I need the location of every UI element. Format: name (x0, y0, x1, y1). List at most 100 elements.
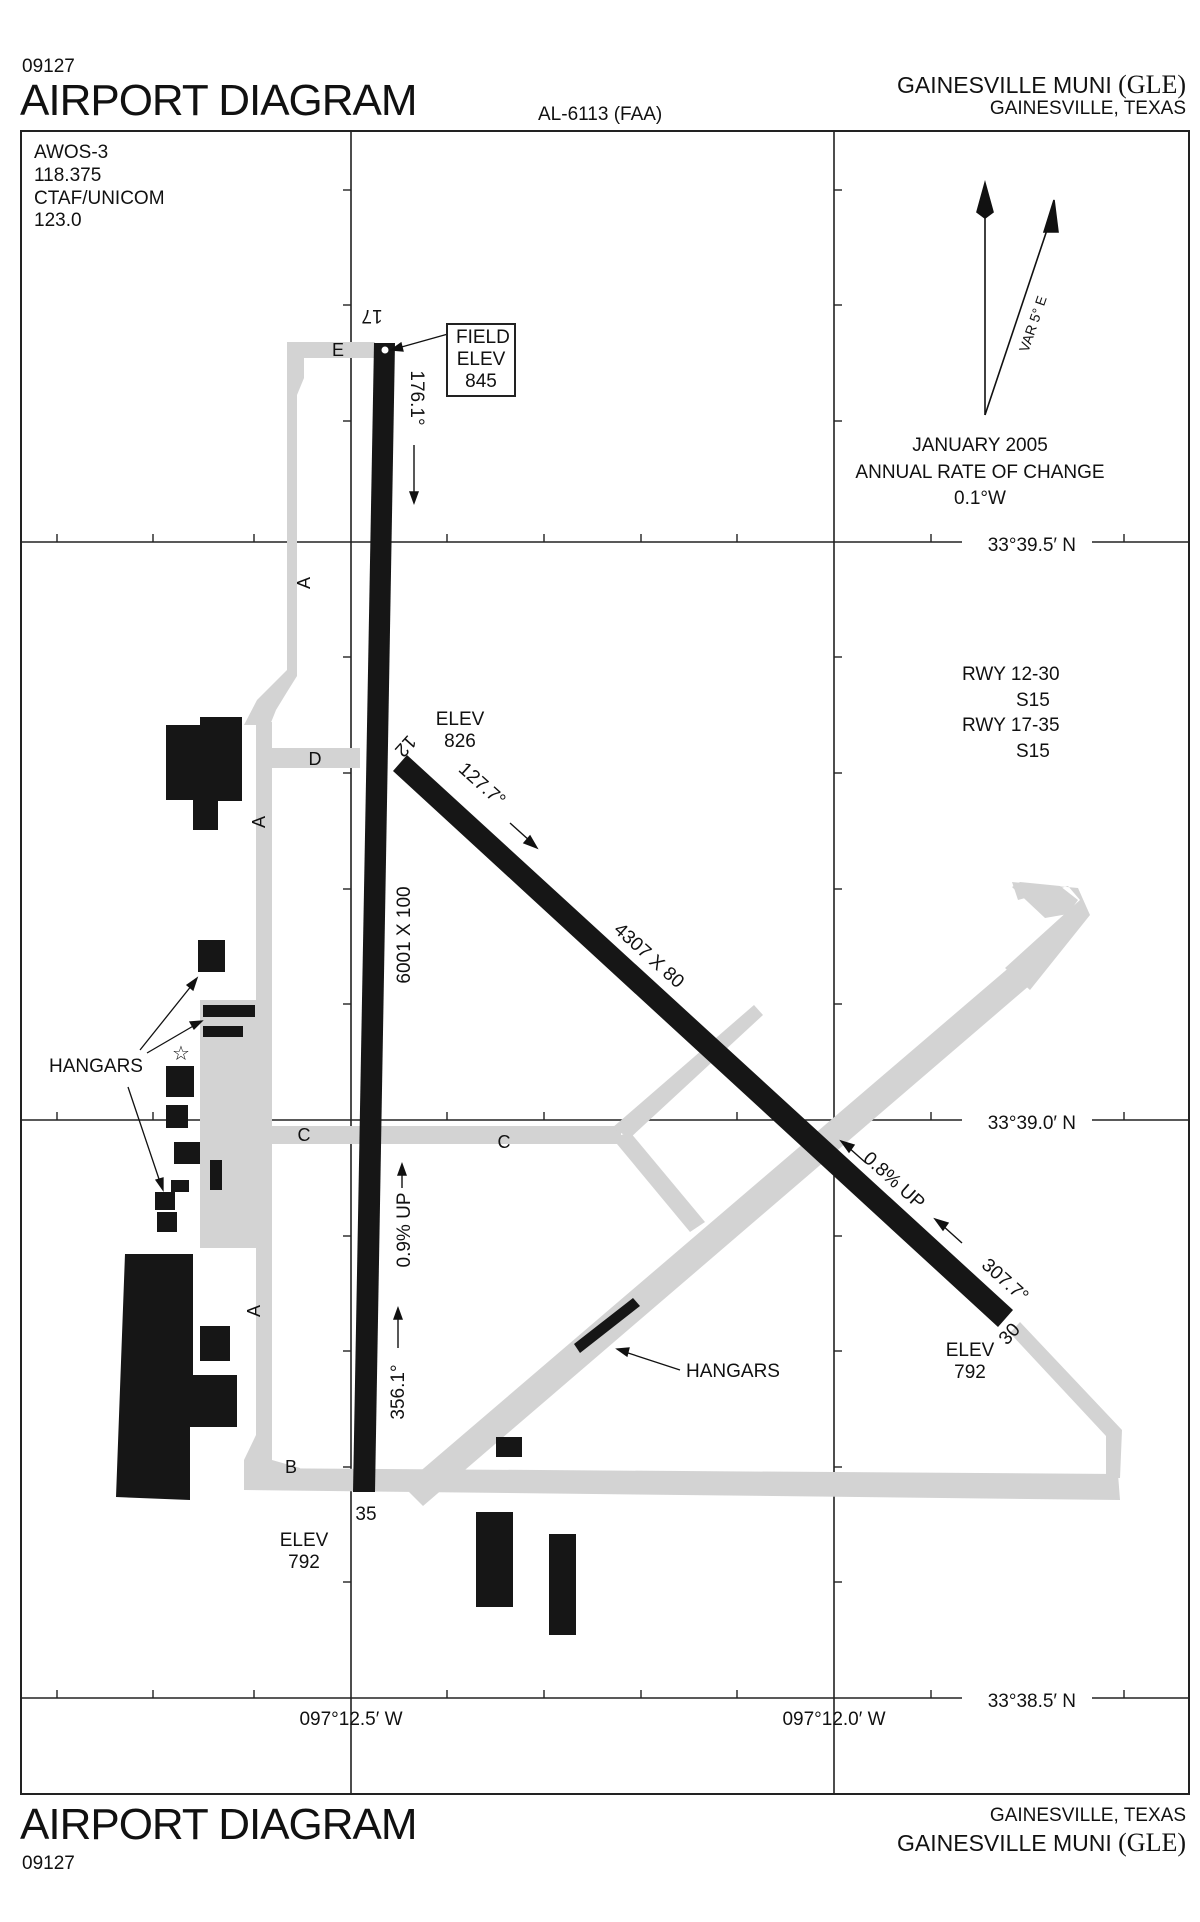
heading-arrow-17 (409, 445, 419, 506)
diagonal-taxiway (403, 965, 1030, 1506)
hangar (171, 1180, 189, 1192)
north-arrow (976, 179, 1059, 416)
runway-12-30-label: RWY 12-30 (962, 664, 1060, 685)
ctaf-label: CTAF/UNICOM (34, 187, 165, 209)
taxiway-a-west (256, 722, 272, 1482)
diagonal-taxiway-ne-cap (1012, 882, 1078, 918)
diagram-frame (20, 130, 1190, 1795)
runway-12-30 (393, 755, 1013, 1327)
hangar (157, 1212, 177, 1232)
buildings (116, 717, 640, 1635)
elev-value-35: 792 (288, 1552, 320, 1573)
elev-label-12: ELEV (436, 709, 485, 730)
lat-label-bg (962, 1684, 1092, 1712)
taxiway-rwy30-connector (1010, 1322, 1122, 1478)
taxiways-and-aprons (200, 342, 1122, 1506)
field-elevation-box: FIELD ELEV 845 (446, 323, 516, 397)
elev-label-30: ELEV (946, 1340, 995, 1361)
runway-gradient-17-35: 0.9% UP (394, 1193, 415, 1268)
field-elev-value: 845 (465, 370, 497, 392)
latitude-label: 33°38.5′ N (988, 1691, 1076, 1712)
runway-end-17: 17 (361, 305, 382, 326)
elev-value-30: 792 (954, 1362, 986, 1383)
hangar (166, 1066, 194, 1097)
lat-label-bg (962, 528, 1092, 556)
latitude-label: 33°39.5′ N (988, 535, 1076, 556)
hangars-label-east: HANGARS (686, 1361, 780, 1382)
footer-procedure-number: 09127 (22, 1853, 75, 1874)
taxiway-label-a: A (244, 1305, 264, 1317)
airport-location: GAINESVILLE, TEXAS (989, 98, 1186, 119)
taxiway-c-southeast (612, 1132, 705, 1232)
runway-12-30-surface: S15 (1016, 689, 1050, 711)
gradient-arrow-17-35 (393, 1161, 407, 1348)
building (166, 725, 206, 800)
hangar-east (574, 1298, 640, 1353)
hangar-leader-lines (127, 976, 681, 1371)
building (200, 1326, 230, 1361)
airport-id: (GLE) (1118, 70, 1186, 99)
page-title: AIRPORT DIAGRAM (20, 76, 418, 125)
magnetic-variation: VAR 5° E (1016, 294, 1050, 354)
airport-name-header: GAINESVILLE MUNI (GLE) (897, 70, 1186, 100)
diagonal-taxiway-ne-end (1005, 882, 1090, 990)
hangars-label-west: HANGARS (49, 1056, 143, 1077)
field-elev-point (381, 346, 389, 354)
gradient-arrow-12-30 (839, 1139, 867, 1164)
ctaf-frequency: 123.0 (34, 210, 82, 232)
hangar (210, 1160, 222, 1190)
footer-title: AIRPORT DIAGRAM (20, 1800, 418, 1849)
taxiway-label-a: A (294, 577, 314, 589)
procedure-number: 09127 (22, 56, 75, 77)
chart-id: AL-6113 (FAA) (538, 104, 663, 125)
annual-rate-value: 0.1°W (954, 488, 1006, 510)
large-building (116, 1254, 193, 1500)
footer-airport-name: GAINESVILLE MUNI (897, 1830, 1112, 1856)
field-elev-line1: FIELD (456, 327, 510, 348)
taxiway-c (256, 1126, 621, 1144)
awos-frequency: 118.375 (34, 164, 102, 186)
runway-17-35 (353, 343, 395, 1492)
hangar (203, 1005, 255, 1017)
taxiway-b (244, 1468, 1120, 1500)
runway-17-35-surface: S15 (1016, 740, 1050, 762)
building (496, 1437, 522, 1457)
runway-dimensions-17-35: 6001 X 100 (394, 886, 415, 983)
building (549, 1534, 576, 1635)
longitude-label: 097°12.0′ W (782, 1709, 885, 1730)
taxiway-label-a: A (249, 816, 269, 828)
runway-heading-35: 356.1° (388, 1364, 409, 1419)
runway-heading-17: 176.1° (406, 370, 427, 425)
true-north-icon (976, 179, 994, 219)
footer-airport-id: (GLE) (1118, 1828, 1186, 1857)
field-elev-line2: ELEV (456, 348, 506, 370)
lat-label-bg (962, 1106, 1092, 1134)
field-elev-leader (389, 333, 449, 352)
magnetic-variation-note: JANUARY 2005 ANNUAL RATE OF CHANGE 0.1°W (850, 433, 1110, 513)
runway-surface-block: RWY 12-30 S15 RWY 17-35 S15 (962, 662, 1060, 765)
taxiway-label-b: B (285, 1457, 297, 1477)
magnetic-north-icon (1042, 199, 1059, 233)
latitude-label: 33°39.0′ N (988, 1113, 1076, 1134)
building (190, 1375, 237, 1427)
annual-rate-label: ANNUAL RATE OF CHANGE (855, 461, 1105, 483)
taxiway-label-c: C (498, 1132, 511, 1152)
hangar (203, 1026, 243, 1037)
taxiway-label-e: E (332, 340, 344, 360)
magnetic-date: JANUARY 2005 (912, 435, 1048, 456)
heading-arrow-12 (509, 822, 539, 850)
airport-name: GAINESVILLE MUNI (897, 72, 1112, 98)
runway-end-35: 35 (355, 1504, 376, 1525)
building (200, 717, 242, 801)
elev-label-35: ELEV (280, 1530, 329, 1551)
runway-17-35-label: RWY 17-35 (962, 715, 1060, 737)
hangar (174, 1142, 200, 1164)
runway-heading-12: 127.7° (454, 759, 509, 812)
elev-value-12: 826 (444, 731, 476, 752)
heading-arrow-30 (933, 1217, 963, 1244)
building (476, 1512, 513, 1607)
footer-airport-name-block: GAINESVILLE MUNI (GLE) (897, 1828, 1186, 1858)
taxiway-c-northeast (612, 1005, 763, 1138)
taxiway-d (256, 748, 360, 768)
